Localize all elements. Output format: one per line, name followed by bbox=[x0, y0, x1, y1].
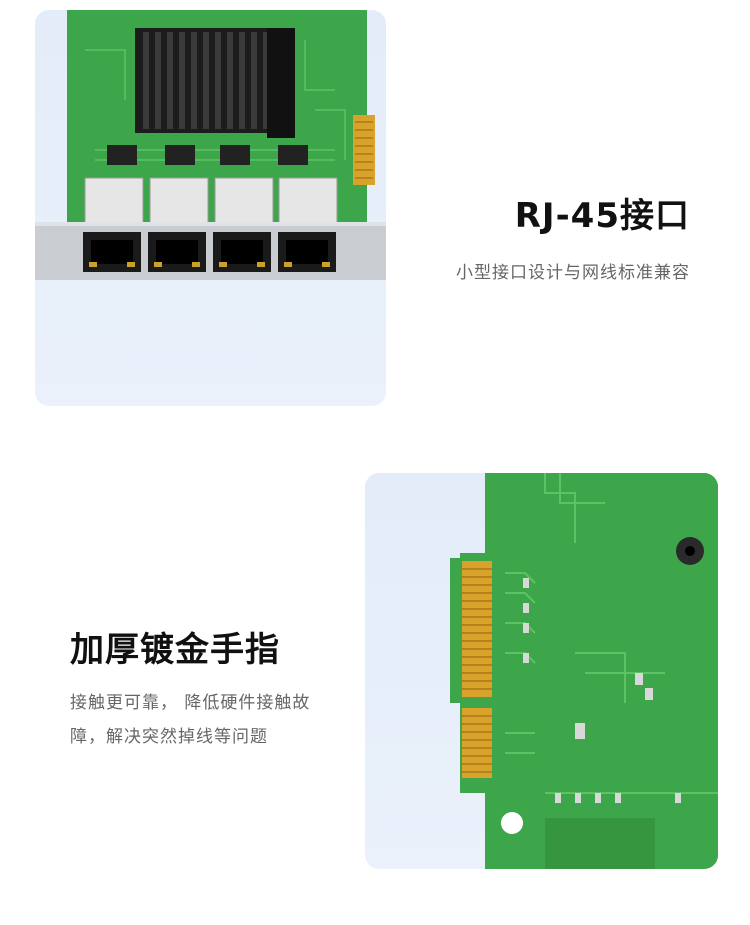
rj45-port-icon bbox=[83, 232, 336, 272]
rj45-feature-title: RJ-45接口 bbox=[514, 196, 690, 236]
nic-card-illustration bbox=[35, 10, 386, 280]
gold-finger-icon bbox=[462, 561, 492, 778]
gold-finger-illustration bbox=[450, 473, 718, 869]
product-image-nic-panel bbox=[35, 10, 386, 406]
heatsink-icon bbox=[135, 28, 295, 138]
gold-finger-description-line: 接触更可靠， 降低硬件接触故 bbox=[70, 693, 311, 713]
gold-finger-feature-title: 加厚镀金手指 bbox=[70, 630, 280, 670]
rj45-feature-description: 小型接口设计与网线标准兼容 bbox=[456, 263, 690, 283]
gold-finger-description-line: 障，解决突然掉线等问题 bbox=[70, 727, 268, 747]
product-image-gold-finger-panel bbox=[365, 473, 718, 869]
gold-finger-feature-description: 接触更可靠， 降低硬件接触故 障，解决突然掉线等问题 bbox=[70, 686, 360, 754]
